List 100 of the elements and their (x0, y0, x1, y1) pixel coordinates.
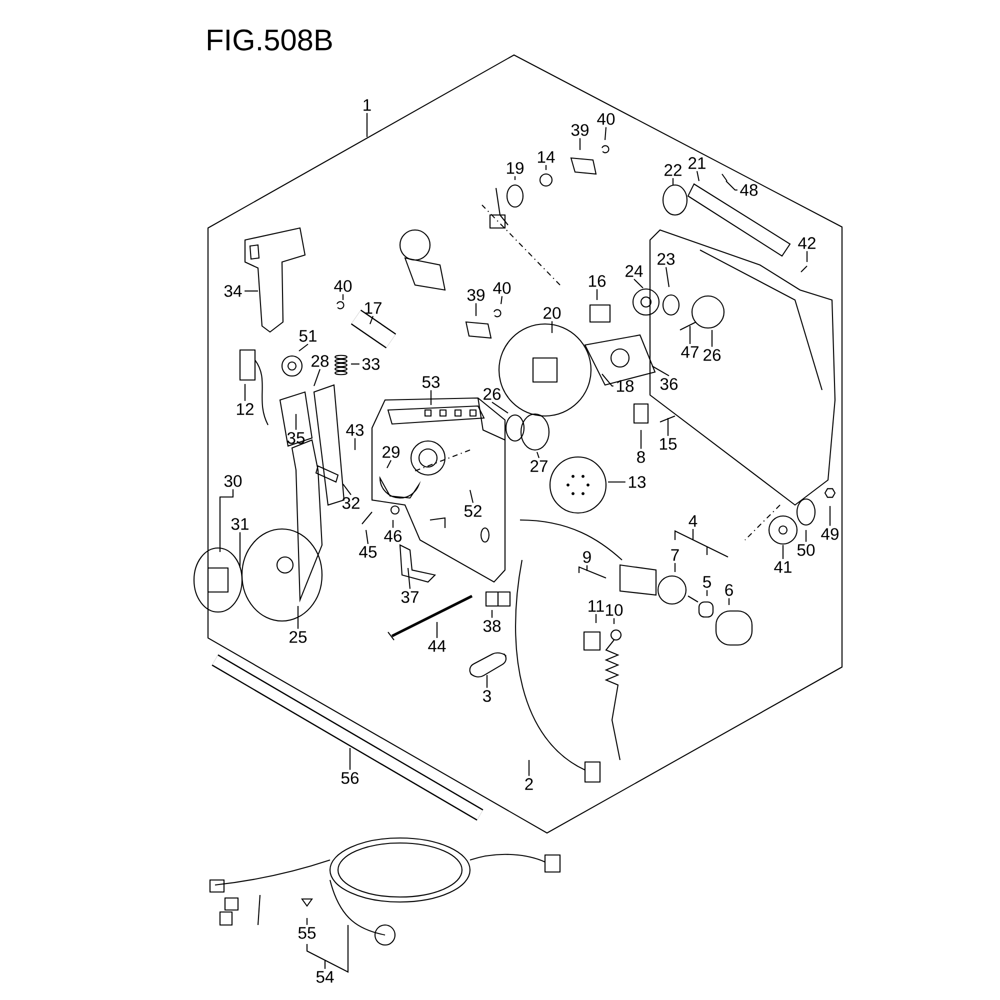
callout-number: 43 (346, 424, 364, 436)
leader-line (528, 760, 530, 776)
callout-number: 49 (821, 528, 838, 540)
callout-number: 15 (660, 438, 677, 450)
leader-line (782, 545, 784, 559)
callout-number: 18 (617, 380, 634, 392)
callout-number: 41 (774, 561, 792, 573)
callout-number: 23 (658, 253, 675, 265)
callout-number: 12 (236, 403, 254, 415)
leader-line (514, 176, 516, 180)
callout-number: 32 (342, 497, 360, 509)
callout-number: 42 (798, 237, 816, 249)
leader-line (306, 924, 349, 973)
leader-line (392, 520, 394, 528)
leader-line (689, 326, 691, 344)
leader-line (306, 918, 308, 925)
callout-number: 1 (364, 99, 371, 111)
callout-number: 38 (483, 620, 501, 632)
callout-number: 4 (688, 515, 698, 527)
leader-line (608, 481, 626, 483)
callout-number: 31 (231, 518, 248, 530)
callout-number: 48 (740, 184, 758, 196)
callout-number: 45 (359, 546, 377, 558)
leader-line (640, 430, 642, 449)
leader-line (407, 568, 411, 589)
callout-number: 56 (341, 772, 359, 784)
callout-number: 50 (797, 544, 815, 556)
callout-number: 17 (365, 302, 382, 314)
callout-number: 54 (316, 971, 334, 983)
callout-number: 37 (401, 591, 418, 603)
leader-line (672, 178, 674, 185)
leader-line (674, 528, 729, 558)
leader-line (297, 606, 299, 629)
callout-number: 26 (704, 349, 721, 361)
leader-line (596, 289, 598, 300)
callout-number: 34 (224, 285, 242, 297)
callout-number: 39 (571, 124, 588, 136)
leader-line (536, 452, 540, 458)
callout-number: 13 (629, 476, 646, 488)
callout-number: 30 (224, 475, 242, 487)
leader-line (298, 344, 308, 352)
callout-number: 53 (422, 376, 440, 388)
callout-number: 24 (626, 265, 643, 277)
callout-number: 36 (660, 378, 678, 390)
leader-line (244, 290, 258, 292)
leader-line (342, 294, 344, 300)
leader-line (436, 622, 438, 638)
callout-number: 22 (664, 164, 682, 176)
callout-number: 7 (671, 549, 679, 561)
callout-number: 20 (544, 307, 561, 319)
leader-line (706, 590, 708, 596)
callout-number: 8 (637, 451, 645, 463)
callout-number: 27 (530, 460, 548, 472)
leader-line (696, 171, 700, 182)
leader-line (545, 165, 547, 170)
leader-line (604, 127, 607, 140)
leader-line (470, 490, 474, 503)
leader-line (806, 251, 808, 262)
callout-number: 40 (597, 113, 615, 125)
callout-number: 3 (483, 690, 491, 702)
leader-line (475, 303, 477, 316)
leader-line (728, 598, 730, 605)
callout-number: 44 (428, 640, 446, 652)
leader-line (295, 414, 297, 430)
leader-line (551, 321, 553, 333)
leader-line (711, 330, 713, 347)
leader-line (665, 267, 670, 288)
callout-number: 28 (312, 355, 329, 367)
leader-line (386, 460, 392, 468)
leader-line (351, 363, 360, 365)
callout-number: 2 (525, 778, 533, 790)
callout-number: 40 (493, 282, 511, 294)
callout-number: 25 (290, 631, 307, 643)
callout-number: 6 (725, 584, 733, 596)
leader-line (674, 563, 676, 572)
callout-number: 11 (588, 600, 604, 612)
callout-number: 19 (507, 162, 524, 174)
leader-line (370, 316, 374, 324)
callout-number: 5 (703, 576, 711, 588)
leader-line (244, 384, 246, 401)
leader-line (314, 369, 320, 386)
callout-number: 39 (467, 289, 484, 301)
leader-line (342, 484, 352, 496)
leader-line (219, 489, 234, 552)
leader-line (349, 748, 351, 770)
leader-line (578, 564, 607, 579)
leader-line (491, 610, 493, 618)
leader-line (492, 402, 508, 414)
leader-line (354, 438, 356, 450)
callout-number: 51 (299, 330, 316, 342)
leader-line (829, 506, 831, 526)
leader-line (239, 532, 241, 568)
leader-line (366, 113, 368, 137)
callout-number: 40 (334, 280, 352, 292)
leader-line (634, 278, 644, 288)
callout-number: 46 (384, 530, 402, 542)
callout-number: 33 (362, 358, 380, 370)
leader-line (652, 366, 670, 376)
leader-line (726, 180, 738, 191)
leader-line (486, 675, 488, 688)
